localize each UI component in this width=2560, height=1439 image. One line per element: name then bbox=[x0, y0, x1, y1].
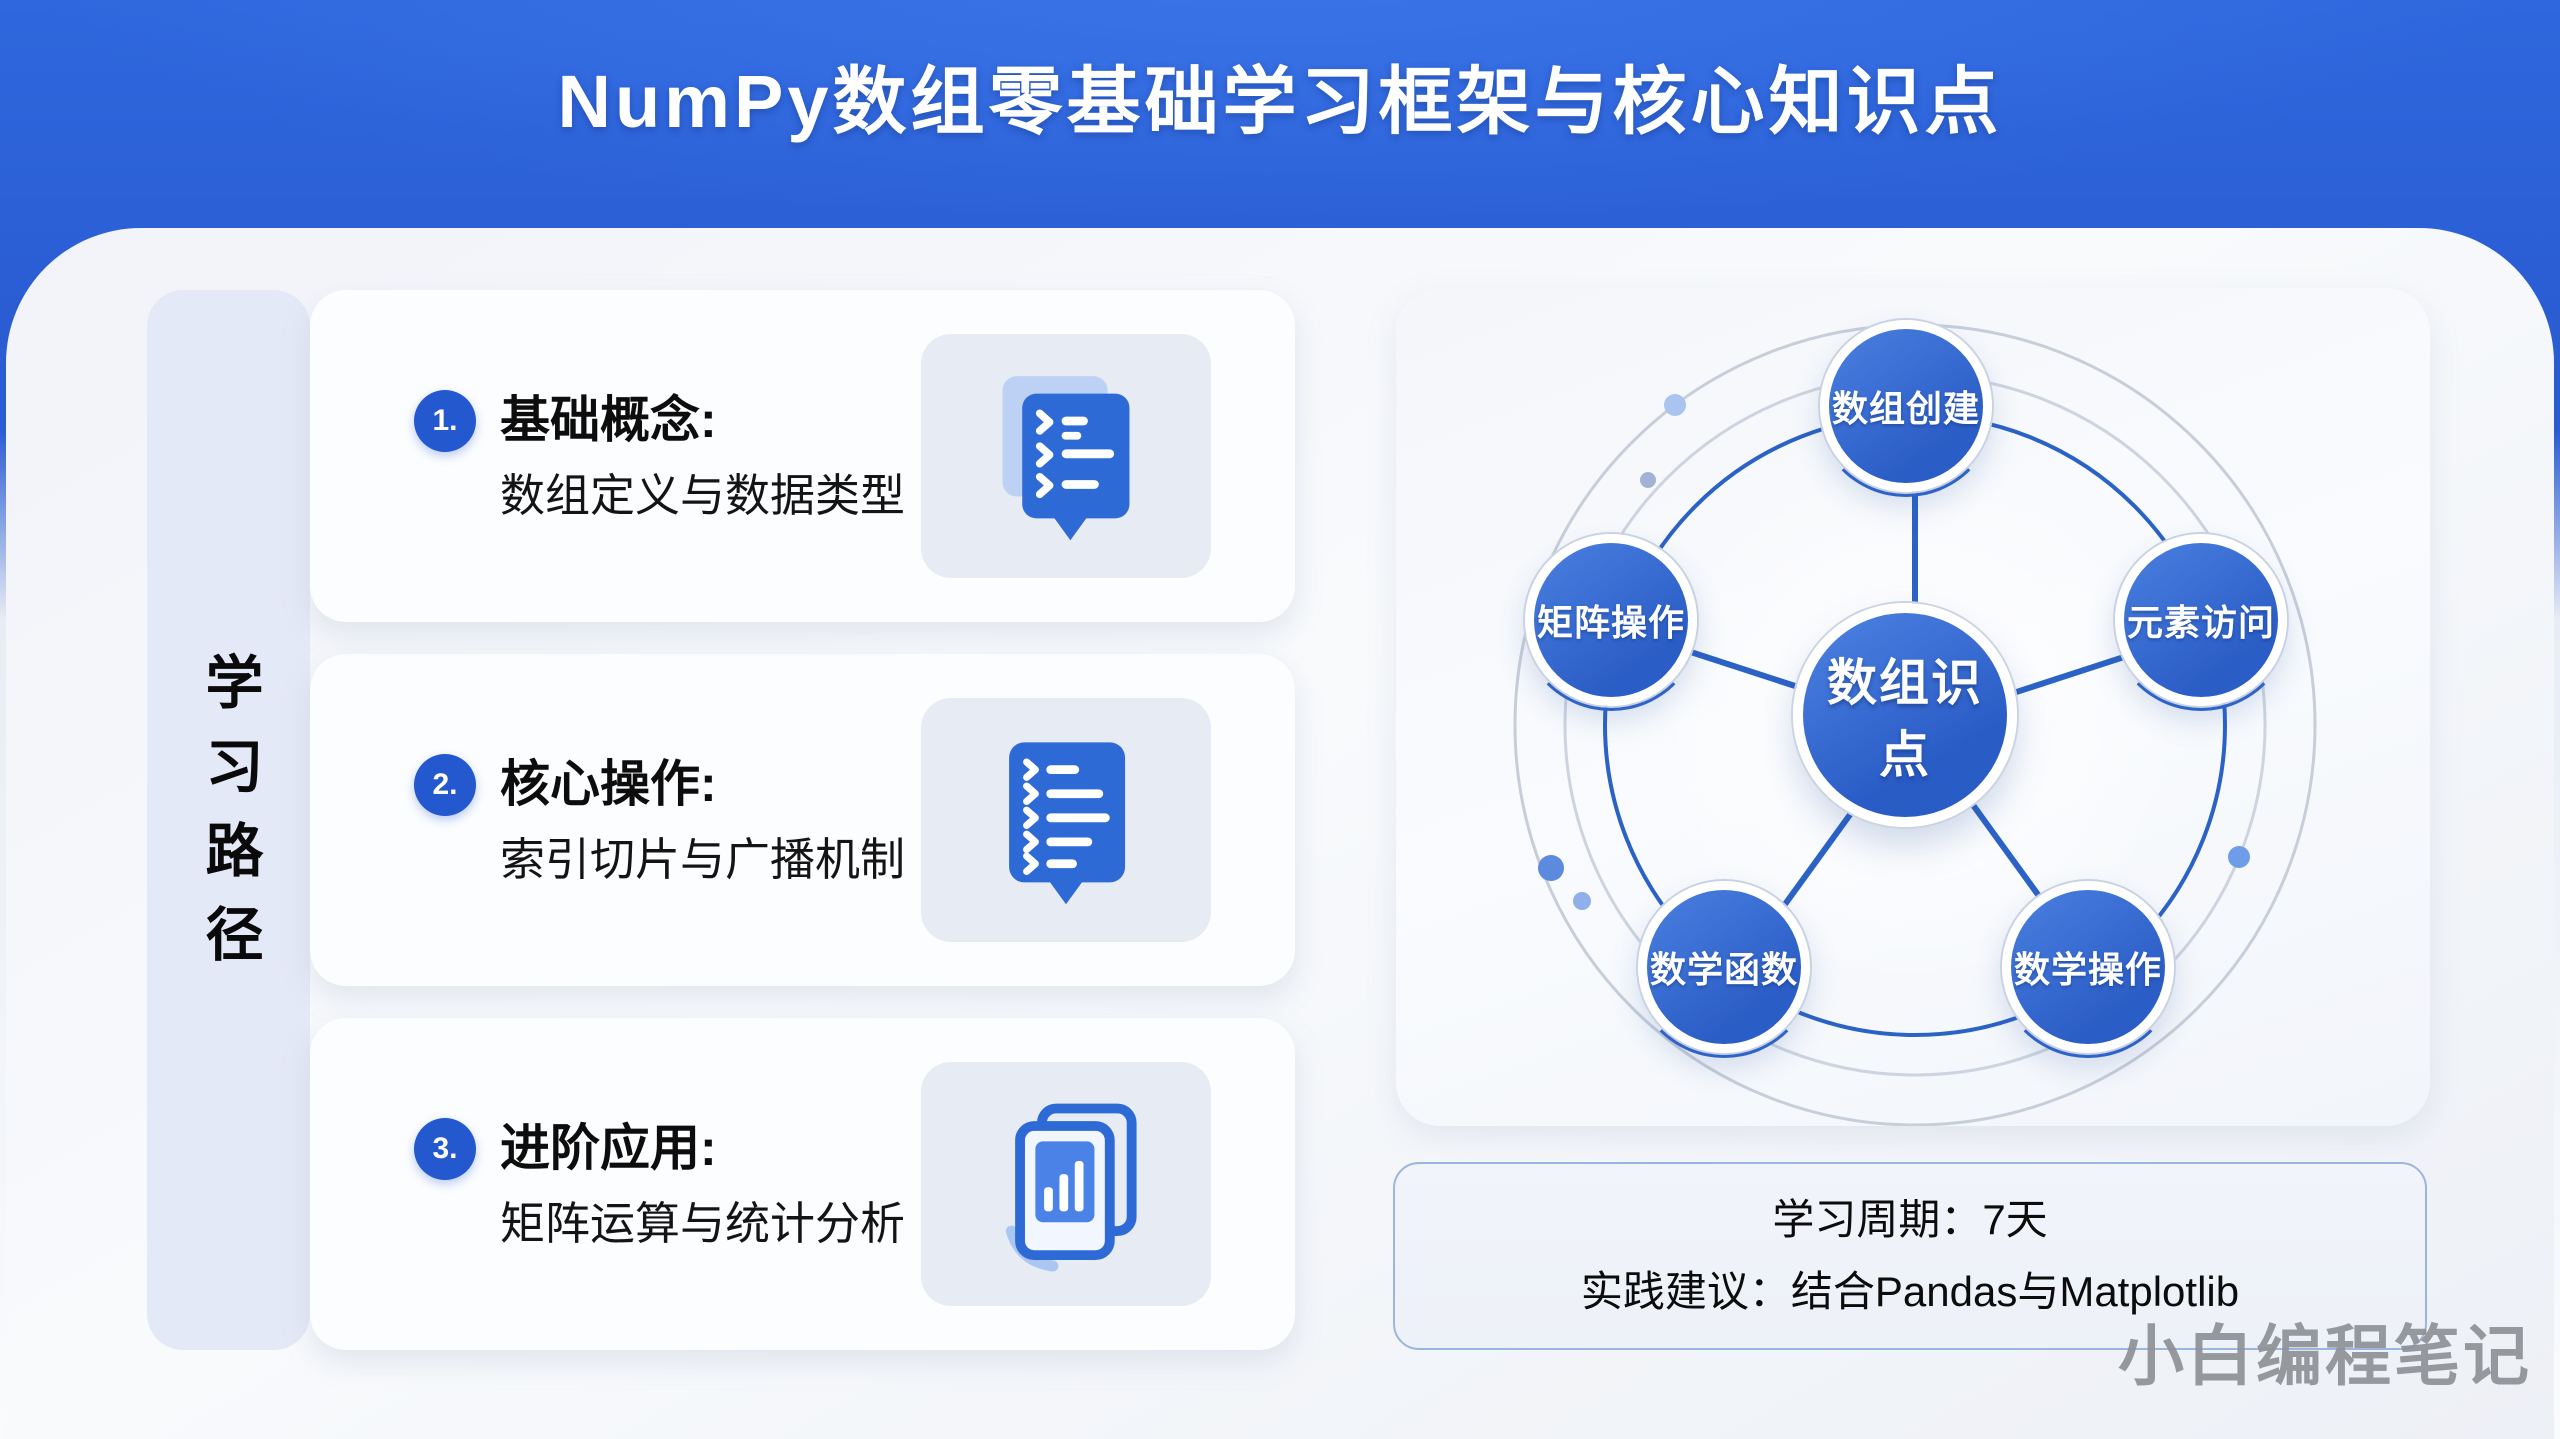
report-chart-pages-icon bbox=[1005, 1103, 1137, 1272]
step-title: 进阶应用: bbox=[500, 1120, 717, 1177]
checklist-bubble-icon bbox=[1009, 742, 1126, 905]
learning-path-item-3: 3. 进阶应用: 矩阵运算与统计分析 bbox=[310, 1018, 1295, 1350]
diagram-node-math-operations: 数学操作 bbox=[1997, 881, 2179, 1058]
diagram-node-label: 数组创建 bbox=[1831, 388, 1980, 429]
learning-path-item-1: 1. 基础概念: 数组定义与数据类型 bbox=[310, 290, 1295, 622]
icon-tile bbox=[921, 1062, 1211, 1306]
main-panel: 学习路径 1. 基础概念: 数组定义与数据类型 bbox=[6, 228, 2554, 1439]
step-heading-row: 3. 进阶应用: bbox=[414, 1118, 921, 1181]
step-text-block: 3. 进阶应用: 矩阵运算与统计分析 bbox=[414, 1118, 921, 1250]
watermark: 小白编程笔记 bbox=[2118, 1319, 2532, 1393]
sidebar-label: 学习路径 bbox=[196, 652, 262, 988]
chat-list-pages-icon bbox=[1002, 376, 1130, 541]
step-description: 数组定义与数据类型 bbox=[500, 470, 906, 522]
header: NumPy数组零基础学习框架与核心知识点 bbox=[0, 0, 2560, 228]
sidebar: 学习路径 bbox=[147, 290, 310, 1350]
learning-path-item-2: 2. 核心操作: 索引切片与广播机制 bbox=[310, 654, 1295, 986]
summary-box: 学习周期：7天 实践建议：结合Pandas与Matplotlib bbox=[1393, 1162, 2427, 1350]
icon-tile bbox=[921, 698, 1211, 942]
step-number-badge: 2. bbox=[414, 754, 476, 817]
learning-path-list: 1. 基础概念: 数组定义与数据类型 bbox=[310, 290, 1295, 1350]
step-title: 核心操作: bbox=[500, 756, 717, 813]
step-number-badge: 1. bbox=[414, 390, 476, 453]
summary-line-study-cycle: 学习周期：7天 bbox=[1772, 1196, 2048, 1243]
diagram-node-label: 元素访问 bbox=[2126, 602, 2275, 643]
step-heading-row: 2. 核心操作: bbox=[414, 754, 921, 817]
orbit-dot bbox=[1664, 394, 1686, 416]
step-text-block: 1. 基础概念: 数组定义与数据类型 bbox=[414, 390, 921, 522]
orbit-dot bbox=[1640, 472, 1656, 488]
diagram-node-label: 矩阵操作 bbox=[1536, 602, 1685, 643]
orbit-dot bbox=[1573, 892, 1591, 910]
diagram-node-label: 数学函数 bbox=[1649, 949, 1798, 990]
diagram-node-matrix-operations: 矩阵操作 bbox=[1520, 534, 1702, 711]
diagram-node-element-access: 元素访问 bbox=[2110, 534, 2292, 711]
knowledge-diagram-panel: 数组创建 元素访问 数学操作 数学函数 矩阵操作 数组识点 bbox=[1396, 288, 2430, 1126]
orbit-dot bbox=[1538, 855, 1564, 881]
diagram-node-label: 数学操作 bbox=[2013, 949, 2162, 990]
orbit-dots bbox=[1538, 394, 2250, 910]
diagram-node-math-functions: 数学函数 bbox=[1633, 881, 1815, 1058]
step-description: 矩阵运算与统计分析 bbox=[500, 1198, 906, 1250]
diagram-center-node: 数组识点 bbox=[1793, 603, 2017, 827]
step-heading-row: 1. 基础概念: bbox=[414, 390, 921, 453]
diagram-node-array-creation: 数组创建 bbox=[1815, 320, 1997, 497]
step-number-badge: 3. bbox=[414, 1118, 476, 1181]
diagram-center-label: 数组识点 bbox=[1827, 655, 1983, 783]
step-title: 基础概念: bbox=[500, 392, 717, 449]
summary-line-practice-advice: 实践建议：结合Pandas与Matplotlib bbox=[1580, 1268, 2240, 1315]
orbit-dot bbox=[2228, 846, 2250, 868]
step-text-block: 2. 核心操作: 索引切片与广播机制 bbox=[414, 754, 921, 886]
page-title: NumPy数组零基础学习框架与核心知识点 bbox=[557, 59, 2003, 143]
icon-tile bbox=[921, 334, 1211, 578]
step-description: 索引切片与广播机制 bbox=[500, 834, 906, 886]
